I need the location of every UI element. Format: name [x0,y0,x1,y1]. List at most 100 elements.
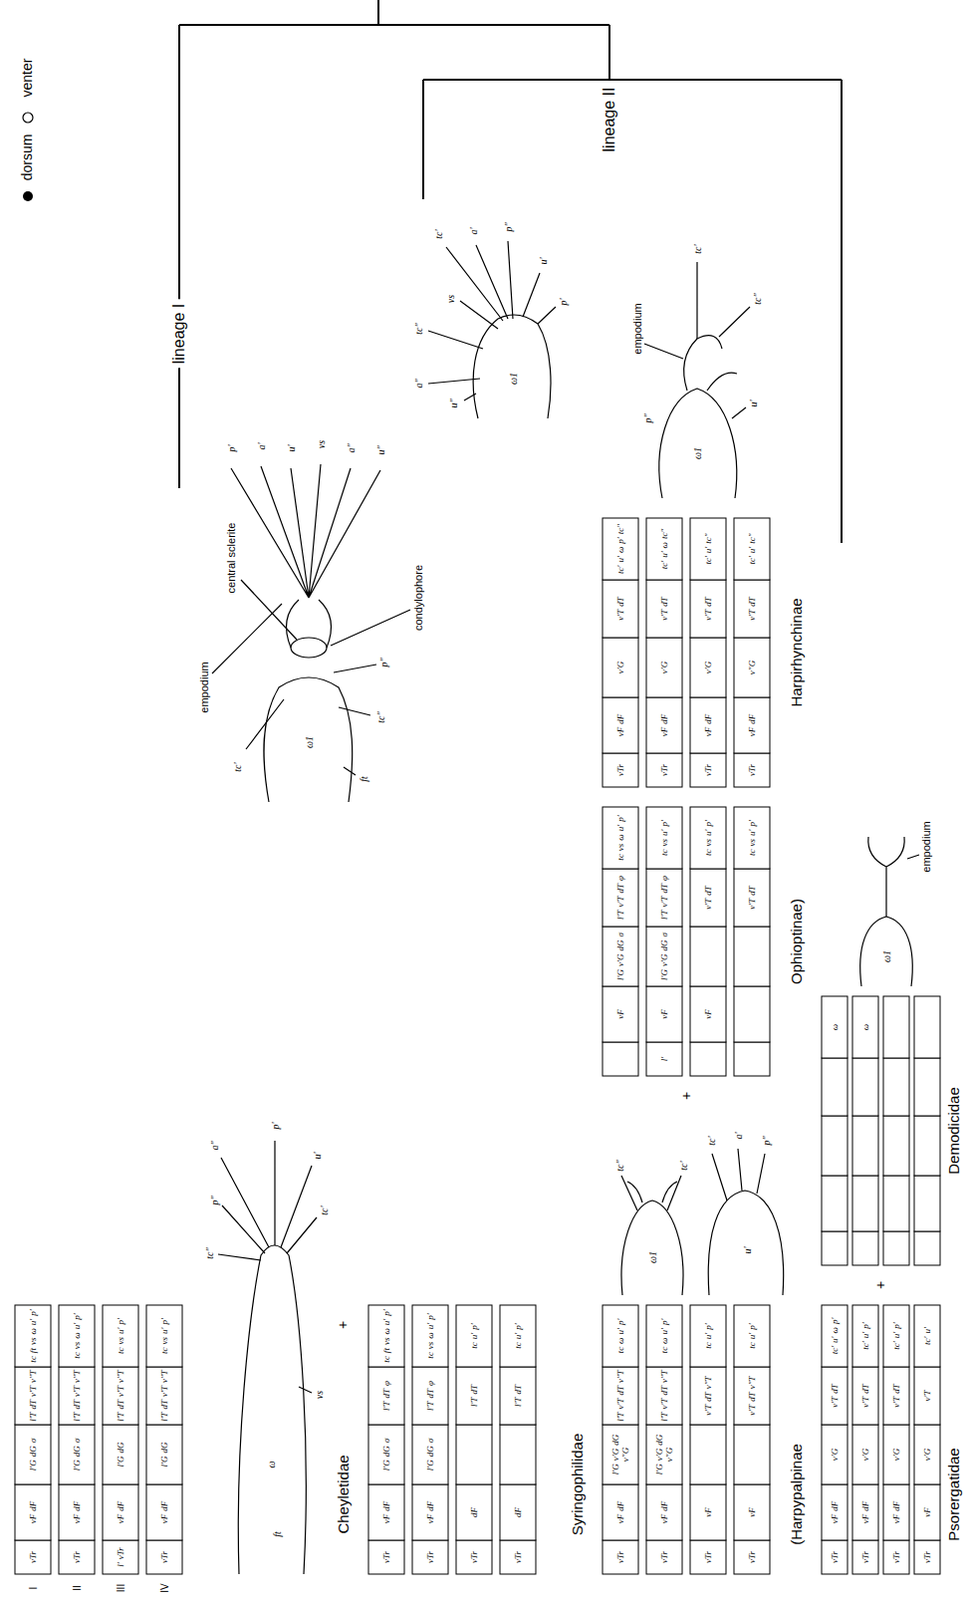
seta-name: l'G [115,1455,126,1467]
segment-box [733,637,770,698]
seta-name: tc' [922,1336,933,1345]
seta-name: dG [381,1445,392,1456]
seta-name: σ [659,932,670,937]
segment-cell: vTr [456,1539,492,1574]
segment-box [602,868,639,927]
seta-name: tc' [703,555,714,564]
seta-name: u' [860,1331,871,1338]
seta-name: ft [381,1347,392,1353]
seta-name: l'T [381,1401,392,1411]
segment-cell: vFdF [602,697,639,753]
seta-name: vTr [703,763,714,776]
seta-name: l' [659,1056,670,1061]
segment-cell: v'TdT [733,579,770,638]
seta-name: dT [703,1391,714,1402]
segment-cell: tc'u' [914,1304,941,1367]
seta-name: dT [71,1399,82,1410]
segment-box [852,1483,879,1540]
seta-name: u' [703,546,714,553]
drawing-path [263,677,353,802]
segment-box [914,1483,941,1540]
seta-name: tc [469,1341,480,1349]
seta-label: ft [358,775,370,782]
seta-name: l' [115,1561,126,1566]
seta-name: tc [659,1346,670,1354]
segment-cell: tcωu'p' [602,1304,639,1367]
seta-label: ω [265,1459,277,1467]
tarsus-drawing [860,836,920,986]
seta-name: p' [115,1317,126,1324]
seta-name: v'T [659,609,670,621]
seta-label: tc" [751,292,763,304]
seta-label: tc' [692,243,704,253]
seta-name: dF [27,1500,38,1511]
segment-cell: vTr [146,1539,183,1574]
segment-box [58,1304,95,1367]
seta-name: p' [891,1321,902,1328]
figure-label: lineage II [600,87,619,153]
seta-name: v"T [115,1369,126,1383]
segment-cell: v'G [690,637,726,698]
figure-label: II [71,1584,83,1591]
seta-name: v'T [860,1396,871,1408]
seta-name: dT [512,1384,523,1395]
segment-box [646,868,683,927]
segment-box [602,517,639,580]
seta-label: a" [209,1140,221,1150]
seta-name: p' [829,1317,840,1324]
seta-name: vs [27,1337,38,1346]
seta-name: φ [381,1380,392,1386]
seta-name: p' [746,1322,757,1329]
segment-box [690,697,726,753]
figure-label: lineage I [170,299,189,369]
segment-cell: l'TdTv'Tv"T [58,1366,95,1425]
drawing-path [644,261,750,419]
segment-cell: l'Gv'GdGσ [646,926,683,986]
segment-box [14,1483,51,1540]
seta-name: p' [512,1322,523,1329]
seta-name: σ [381,1438,392,1443]
seta-label: p" [378,657,390,667]
segment-box [456,1424,492,1484]
seta-name: p' [159,1317,170,1324]
segment-cell: vFdF [14,1483,51,1540]
segment-box [146,1483,183,1540]
seta-name: l'T [615,1411,626,1421]
seta-name: dT [115,1399,126,1410]
seta-name: l'T [115,1411,126,1421]
segment-box [733,697,770,753]
segment-box [690,752,726,787]
segment-box [602,752,639,787]
seta-name: v"G [664,1447,675,1461]
seta-name: tc' [860,1340,871,1349]
segment-cell: v'TdTv"T [690,1366,726,1425]
segment-box [733,517,770,580]
segment-cell: v'G [821,1424,848,1484]
seta-name: dG [159,1442,170,1453]
segment-box [914,1230,941,1265]
seta-name: l'T [27,1411,38,1421]
seta-label: u' [311,1151,323,1159]
segment-box [690,926,726,986]
segment-box [102,1539,139,1574]
segment-box [102,1483,139,1540]
seta-name: vTr [425,1550,436,1563]
segment-box [58,1366,95,1425]
seta-label: tc" [375,711,387,723]
seta-name: φ [659,875,670,881]
segment-cell: tcftvsωu'p' [14,1304,51,1367]
seta-name: dT [860,1383,871,1394]
seta-label: ω1 [881,950,893,963]
seta-name: l'T [71,1411,82,1421]
segment-cell: l'GdGσ [58,1424,95,1484]
seta-name: vs [703,838,714,847]
seta-name: vTr [891,1550,902,1563]
segment-box [914,1304,941,1367]
seta-name: u' [659,1327,670,1334]
segment-box [602,1366,639,1425]
seta-name: l'T [512,1397,523,1407]
seta-name: v'T [27,1385,38,1397]
seta-name: tc [615,853,626,861]
figure-label: + [873,1280,889,1289]
segment-box [14,1304,51,1367]
